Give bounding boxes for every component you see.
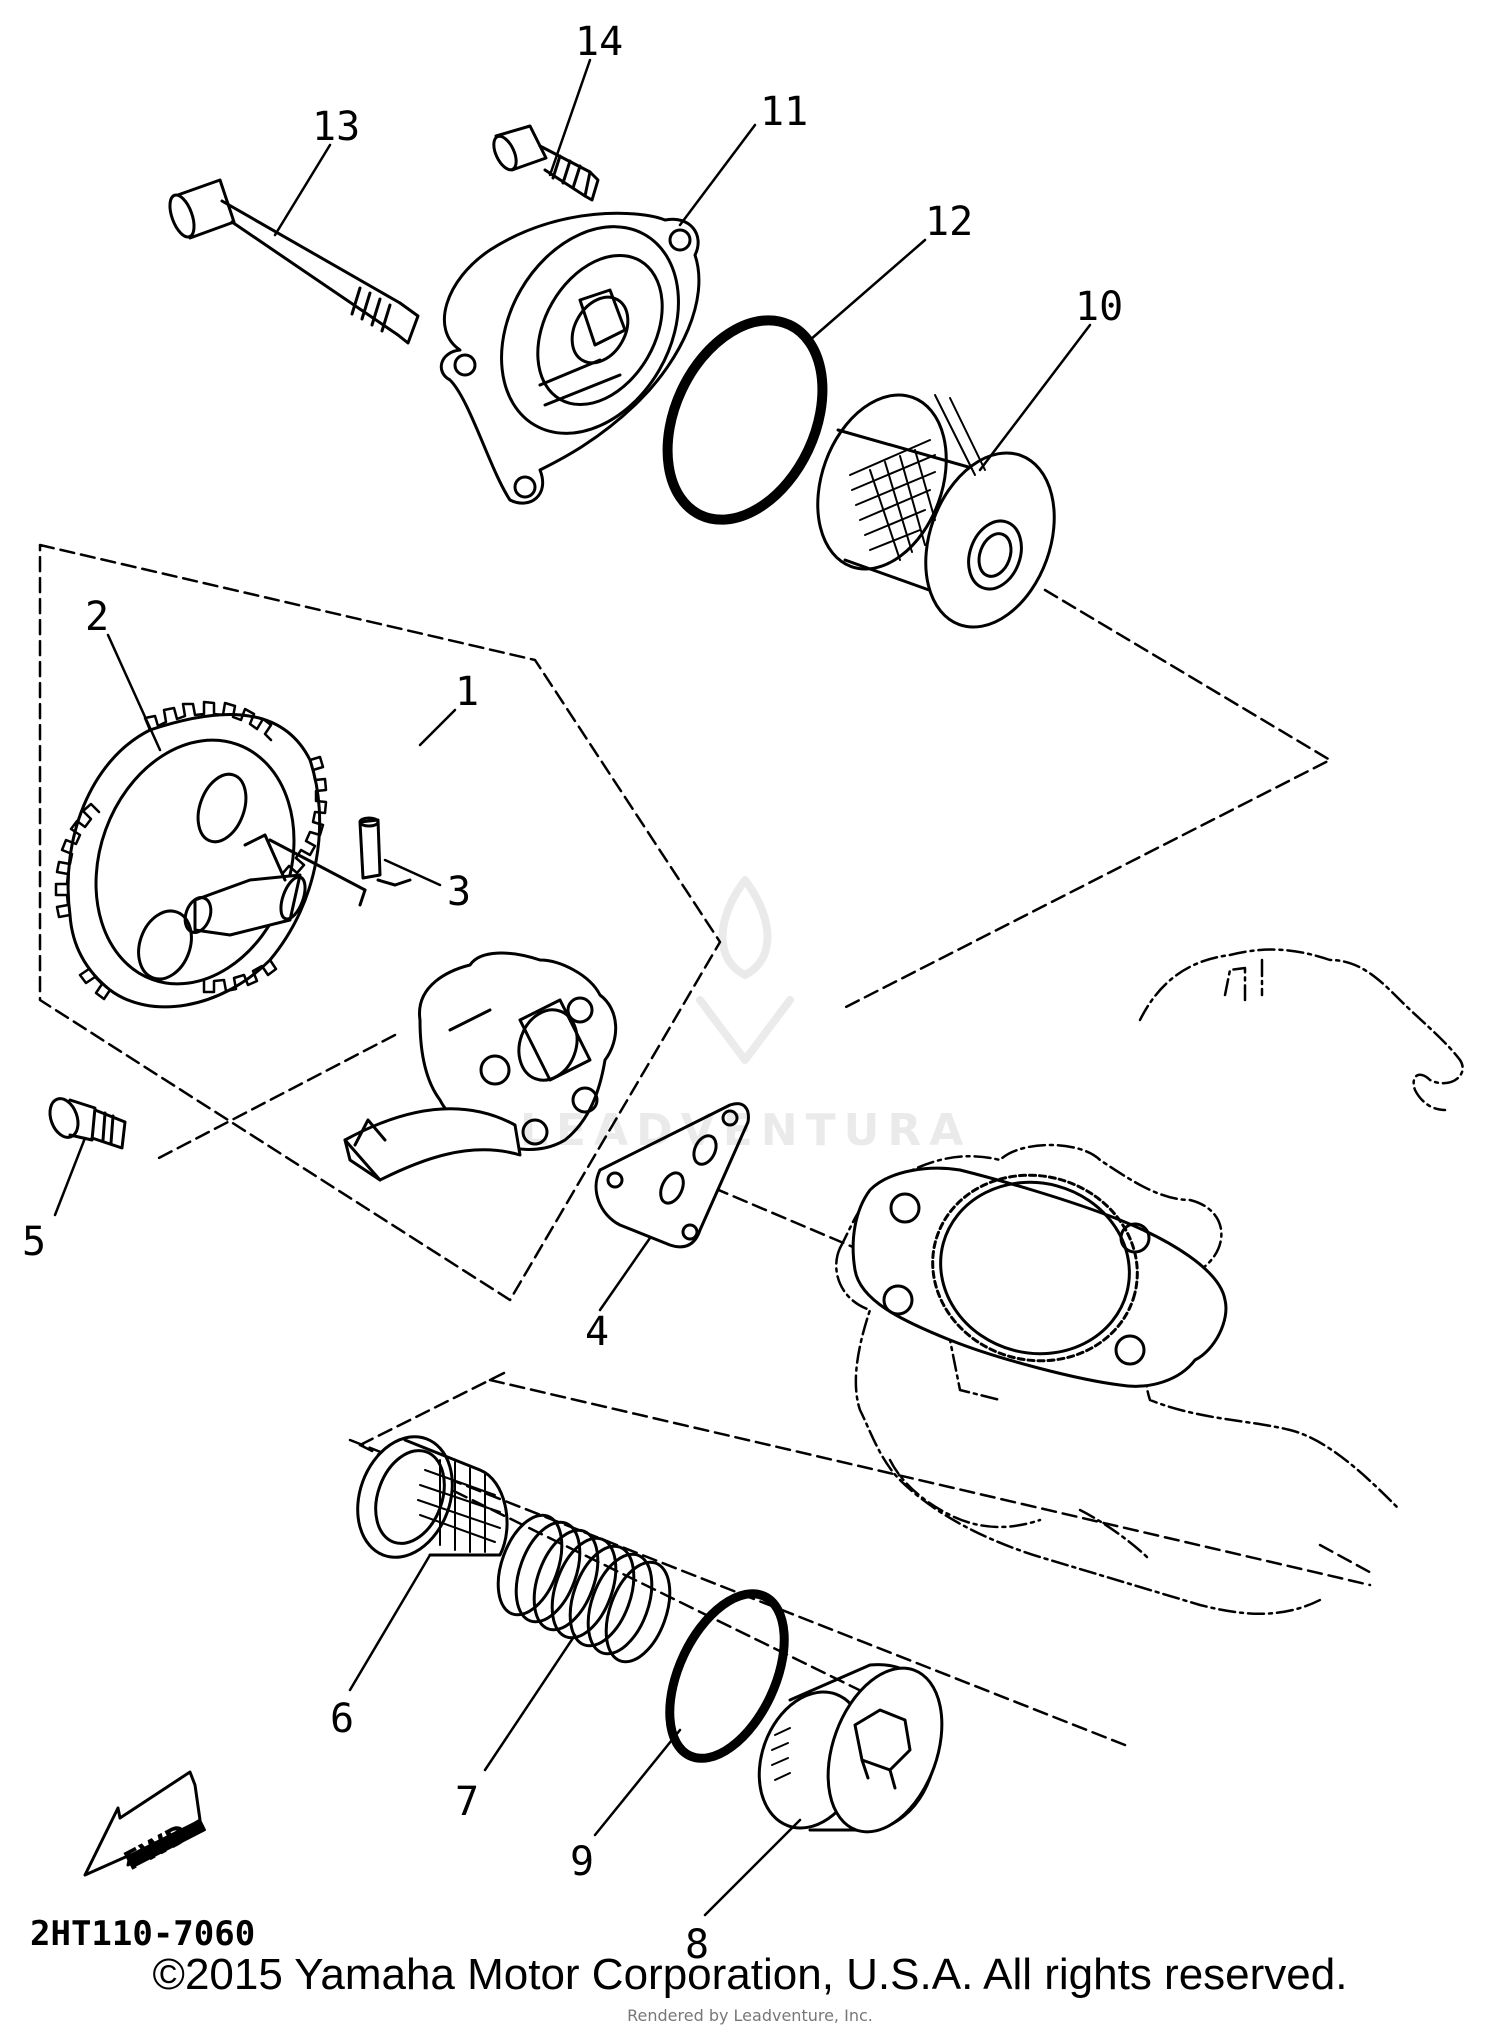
- callout-7: 7: [455, 1779, 479, 1825]
- callout-8: 8: [685, 1922, 709, 1968]
- watermark-text: LEADVENTURA: [520, 1105, 972, 1156]
- callout-11: 11: [760, 89, 808, 135]
- leader-lines: [38, 543, 1377, 1712]
- copyright-notice: ©2015 Yamaha Motor Corporation, U.S.A. A…: [152, 1950, 1348, 1999]
- screw-5: [45, 1095, 125, 1148]
- strainer-6: [342, 1423, 508, 1570]
- diagram-code: 2HT110-7060: [30, 1914, 255, 1954]
- callout-4: 4: [585, 1309, 609, 1355]
- callout-2: 2: [85, 594, 109, 640]
- dowel-pin-3: [270, 818, 410, 905]
- cylinder-gasket: [853, 1152, 1226, 1386]
- callout-3: 3: [447, 869, 471, 915]
- spring-7: [486, 1507, 682, 1671]
- cover-plate-4: [596, 1104, 748, 1247]
- oil-filter-10: [795, 377, 1077, 645]
- callout-13: 13: [312, 104, 360, 150]
- fwd-arrow-icon: [83, 1770, 206, 1877]
- engine-case-outline: [835, 948, 1464, 1615]
- callout-10: 10: [1075, 284, 1123, 330]
- callout-5: 5: [22, 1219, 46, 1265]
- render-credit: Rendered by Leadventure, Inc.: [627, 2006, 873, 2025]
- filter-cover-11: [441, 195, 714, 503]
- o-ring-12: [662, 315, 828, 525]
- pump-gear-2: [56, 702, 327, 1012]
- callout-leaders: [53, 58, 1092, 1917]
- drain-plug-8: [741, 1652, 963, 1847]
- bolt-short-14: [489, 126, 598, 200]
- watermark-logo: [696, 876, 794, 1064]
- bolt-long-13: [165, 180, 418, 343]
- o-ring-9: [665, 1589, 789, 1763]
- lower-leader-box: [348, 1378, 1372, 1747]
- oil-pump-1: [345, 953, 616, 1180]
- callout-14: 14: [575, 19, 623, 65]
- callout-12: 12: [925, 199, 973, 245]
- callout-9: 9: [570, 1839, 594, 1885]
- callout-6: 6: [330, 1696, 354, 1742]
- callout-1: 1: [455, 669, 479, 715]
